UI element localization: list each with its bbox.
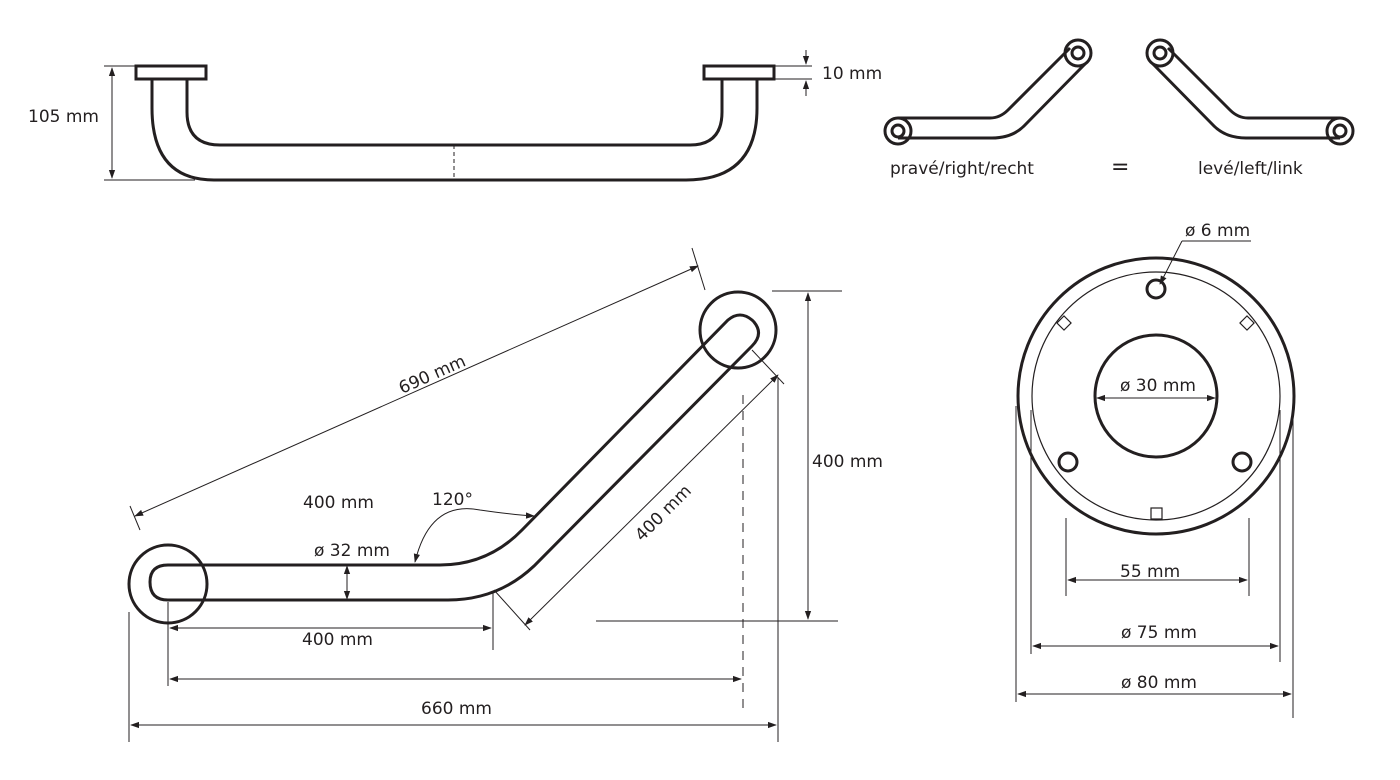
bottom-segment-label: 400 mm [302, 630, 373, 650]
outer-label: ø 80 mm [1121, 673, 1197, 693]
front-view: 690 mm 400 mm 400 mm 400 mm 120° ø 32 mm… [127, 247, 883, 742]
rosette-top [698, 290, 778, 370]
rosette-outer-circle [1016, 256, 1296, 536]
flange-label: 10 mm [822, 64, 882, 84]
hole-label: ø 6 mm [1185, 221, 1250, 241]
rosette-detail: ø 6 mm ø 30 mm 55 mm ø 75 mm ø 80 mm [1015, 221, 1296, 718]
angled-segment-label: 400 mm [631, 481, 695, 545]
right-label: pravé/right/recht [890, 159, 1034, 179]
height-label: 105 mm [28, 107, 99, 127]
height-label: 400 mm [812, 452, 883, 472]
left-flange [134, 64, 208, 81]
screw-hole-right [1231, 451, 1253, 473]
right-flange [702, 64, 776, 81]
side-view: 105 mm 10 mm [28, 50, 882, 182]
orientation-right: pravé/right/recht [883, 38, 1093, 179]
middle-label: ø 75 mm [1121, 623, 1197, 643]
bar-outer-profile [150, 79, 759, 182]
screw-hole-top [1145, 278, 1167, 300]
equals-sign: = [1111, 155, 1129, 180]
top-arm-label: 400 mm [303, 493, 374, 513]
rosette-middle-circle [1031, 271, 1281, 521]
diameter-label: ø 32 mm [314, 541, 390, 561]
angle-label: 120° [432, 490, 473, 510]
pitch-label: 55 mm [1120, 562, 1180, 582]
rosette-inner-hole [1093, 333, 1219, 459]
inner-label: ø 30 mm [1120, 376, 1196, 396]
screw-hole-left [1057, 451, 1079, 473]
bar-inner-profile [185, 79, 724, 147]
left-label: levé/left/link [1198, 159, 1303, 179]
width-label: 660 mm [421, 699, 492, 719]
angle-arc [413, 508, 535, 563]
angled-dimension-line [524, 374, 779, 626]
diagonal-dimension-line [134, 265, 699, 517]
diagonal-label: 690 mm [396, 351, 469, 398]
orientation-left: levé/left/link [1145, 38, 1355, 179]
